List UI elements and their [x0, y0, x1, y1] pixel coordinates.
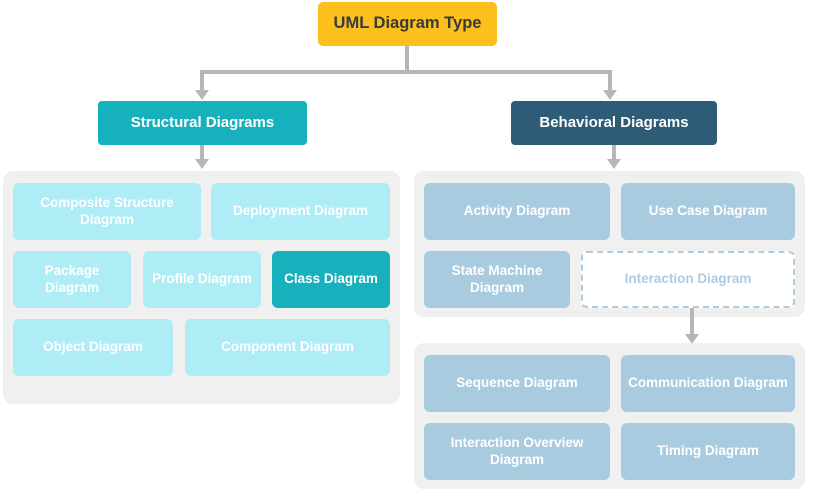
- leaf-class-diagram[interactable]: Class Diagram: [272, 251, 390, 308]
- leaf-composite-structure-diagram[interactable]: Composite Structure Diagram: [13, 183, 201, 240]
- leaf-object-diagram[interactable]: Object Diagram: [13, 319, 173, 376]
- leaf-interaction-overview-diagram[interactable]: Interaction Overview Diagram: [424, 423, 610, 480]
- connector-to-behavioral: [608, 70, 612, 92]
- connector-root-stem: [405, 46, 409, 72]
- leaf-state-machine-diagram[interactable]: State Machine Diagram: [424, 251, 570, 308]
- leaf-activity-diagram[interactable]: Activity Diagram: [424, 183, 610, 240]
- connector-to-structural: [200, 70, 204, 92]
- root-node-uml-diagram-type[interactable]: UML Diagram Type: [318, 2, 497, 46]
- leaf-communication-diagram[interactable]: Communication Diagram: [621, 355, 795, 412]
- connector-interaction-to-subpanel: [690, 308, 694, 336]
- connector-root-bar: [201, 70, 611, 74]
- arrowhead-behavioral-panel-icon: [607, 159, 621, 169]
- leaf-profile-diagram[interactable]: Profile Diagram: [143, 251, 261, 308]
- branch-header-structural-diagrams[interactable]: Structural Diagrams: [98, 101, 307, 145]
- leaf-component-diagram[interactable]: Component Diagram: [185, 319, 390, 376]
- leaf-sequence-diagram[interactable]: Sequence Diagram: [424, 355, 610, 412]
- leaf-interaction-diagram[interactable]: Interaction Diagram: [581, 251, 795, 308]
- connector-behavioral-to-panel: [612, 145, 616, 161]
- arrowhead-to-structural-icon: [195, 90, 209, 100]
- arrowhead-structural-panel-icon: [195, 159, 209, 169]
- branch-header-behavioral-diagrams[interactable]: Behavioral Diagrams: [511, 101, 717, 145]
- leaf-timing-diagram[interactable]: Timing Diagram: [621, 423, 795, 480]
- arrowhead-interaction-subpanel-icon: [685, 334, 699, 344]
- leaf-package-diagram[interactable]: Package Diagram: [13, 251, 131, 308]
- leaf-deployment-diagram[interactable]: Deployment Diagram: [211, 183, 390, 240]
- leaf-use-case-diagram[interactable]: Use Case Diagram: [621, 183, 795, 240]
- connector-structural-to-panel: [200, 145, 204, 161]
- arrowhead-to-behavioral-icon: [603, 90, 617, 100]
